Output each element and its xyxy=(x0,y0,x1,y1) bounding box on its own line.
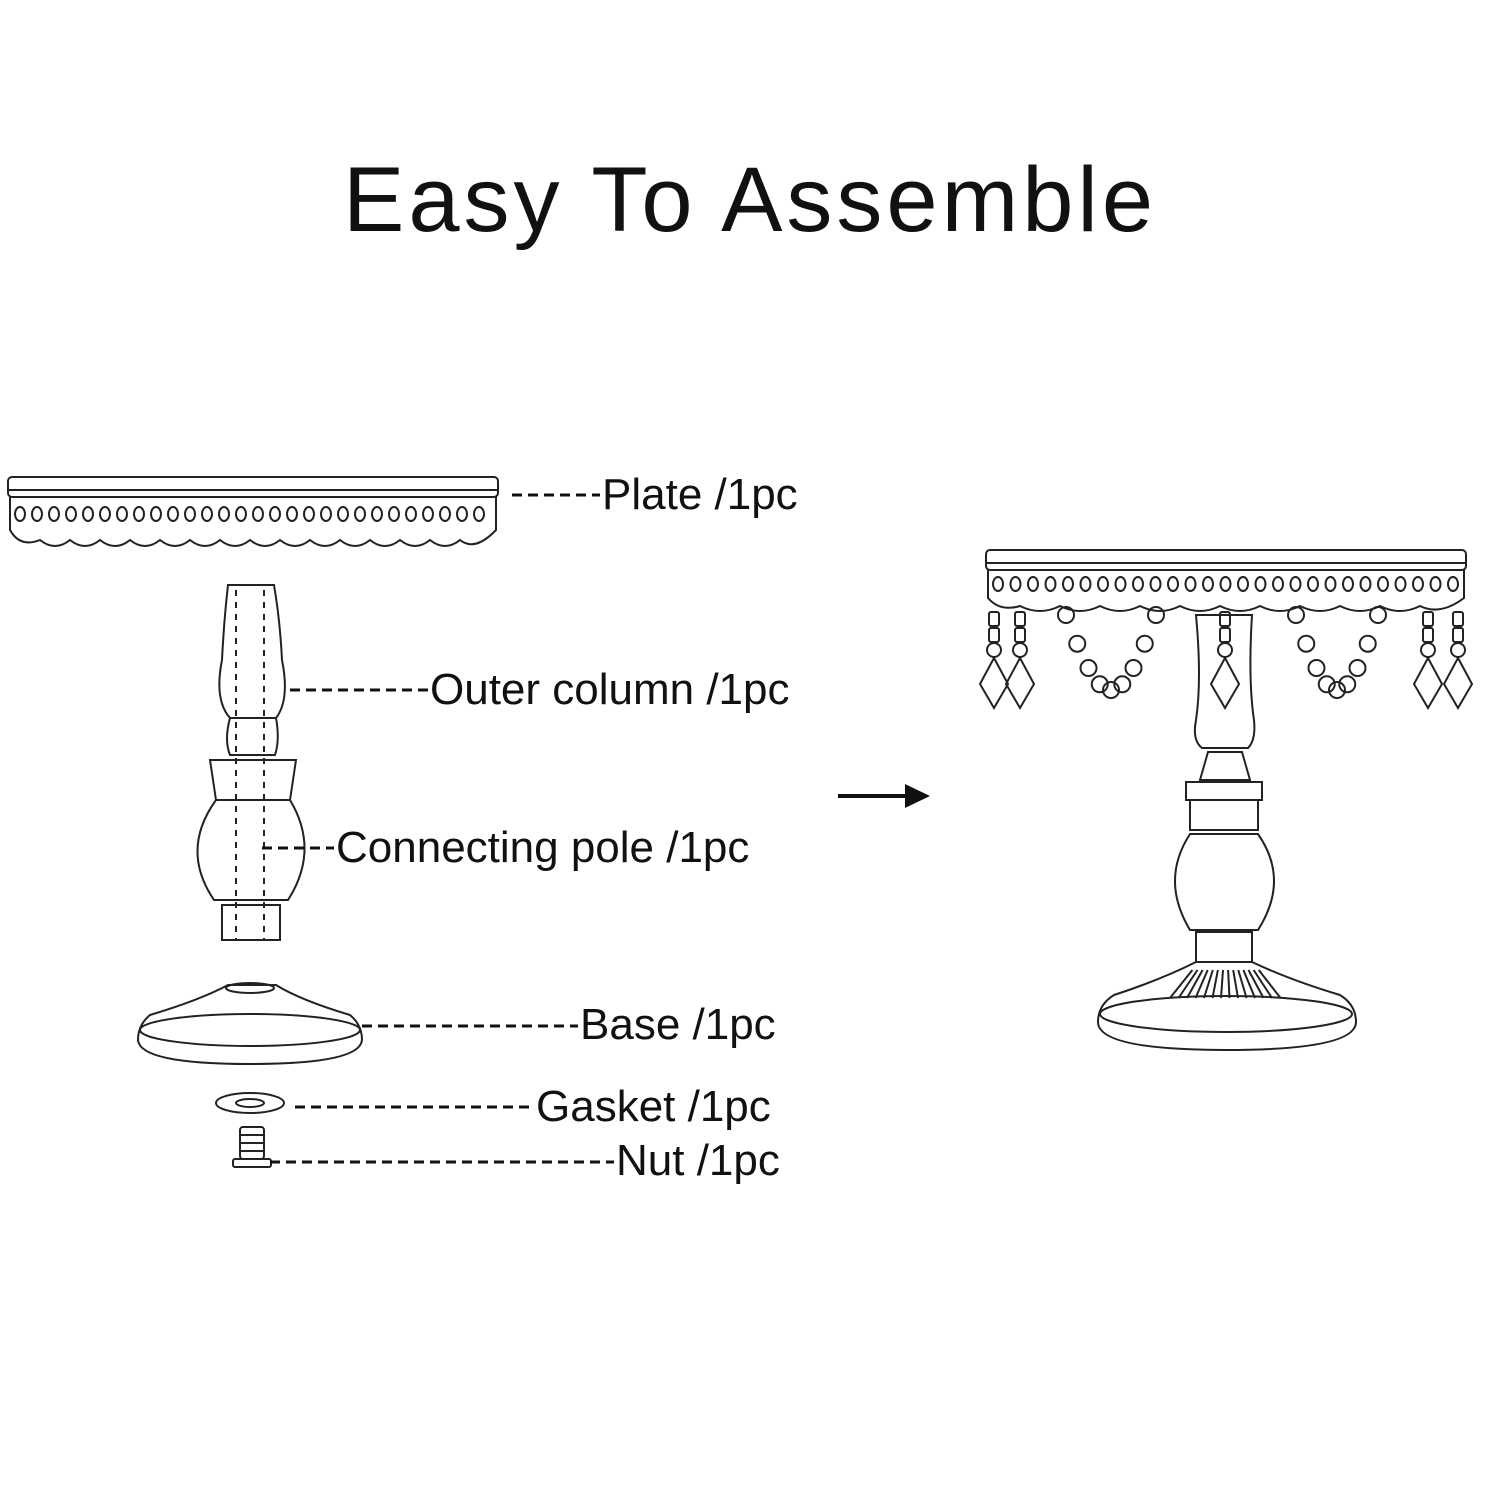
base-rib xyxy=(1257,969,1282,999)
plate-hole xyxy=(82,506,94,522)
connecting-pole-label: Connecting pole /1pc xyxy=(336,823,750,872)
base-rib xyxy=(1242,969,1256,999)
plate-hole xyxy=(31,506,43,522)
plate-hole xyxy=(116,506,128,522)
plate-hole xyxy=(99,506,111,522)
plate-hole xyxy=(405,506,417,522)
plate-hole xyxy=(992,576,1004,592)
base-part xyxy=(136,982,364,1066)
plate-hole xyxy=(252,506,264,522)
plate-hole xyxy=(422,506,434,522)
plate-hole xyxy=(218,506,230,522)
base-rib xyxy=(1177,969,1199,999)
base-rib xyxy=(1186,969,1204,999)
plate-hole xyxy=(269,506,281,522)
plate-hole xyxy=(201,506,213,522)
plate-hole xyxy=(1044,576,1057,592)
plate-hole xyxy=(1394,576,1407,592)
plate-hole xyxy=(1289,576,1302,592)
base-rib xyxy=(1169,969,1194,999)
crystal-drop xyxy=(1004,611,1036,710)
plate-hole xyxy=(439,506,451,522)
base-rib xyxy=(1227,969,1231,999)
plate-label: Plate /1pc xyxy=(602,470,798,519)
plate-hole xyxy=(1009,576,1022,592)
plate-hole xyxy=(456,506,468,522)
plate-hole xyxy=(1062,576,1074,592)
crystal-drop xyxy=(1412,611,1444,710)
plate-hole xyxy=(167,506,179,522)
plate-hole xyxy=(1307,576,1319,592)
plate-hole xyxy=(320,506,332,522)
plate-hole xyxy=(133,506,145,522)
plate-hole xyxy=(1429,576,1442,592)
plate-hole xyxy=(354,506,366,522)
crystal-drop xyxy=(978,611,1010,710)
arrow-icon xyxy=(838,784,930,808)
crystal-swag xyxy=(1287,606,1387,699)
plate-hole xyxy=(388,506,400,522)
plate-hole xyxy=(48,506,60,522)
plate-hole xyxy=(1412,576,1424,592)
plate-hole xyxy=(1254,576,1267,592)
plate-hole xyxy=(1377,576,1389,592)
crystal-swag xyxy=(1057,606,1165,699)
plate-hole xyxy=(1027,576,1039,592)
outer-column-part xyxy=(196,584,306,941)
plate-hole xyxy=(1359,576,1372,592)
base-rib xyxy=(1194,969,1209,999)
plate-hole xyxy=(1272,576,1284,592)
base-label: Base /1pc xyxy=(580,1000,776,1049)
outer-column-label: Outer column /1pc xyxy=(430,665,790,714)
plate-hole xyxy=(1132,576,1144,592)
plate-hole xyxy=(235,506,247,522)
plate-hole xyxy=(1237,576,1249,592)
plate-hole xyxy=(371,506,383,522)
base-rib xyxy=(1252,969,1273,999)
plate-hole xyxy=(473,506,485,522)
base-rib xyxy=(1232,969,1239,999)
plate-hole xyxy=(1202,576,1214,592)
nut-label: Nut /1pc xyxy=(616,1136,780,1185)
plate-hole xyxy=(150,506,162,522)
plate-hole xyxy=(1097,576,1109,592)
plate-hole xyxy=(337,506,349,522)
plate-hole xyxy=(1149,576,1162,592)
plate-hole xyxy=(1079,576,1092,592)
base-rib xyxy=(1237,969,1248,999)
nut-part xyxy=(232,1126,272,1168)
plate-hole xyxy=(1219,576,1232,592)
base-rib xyxy=(1203,969,1214,999)
crystal-drop xyxy=(1442,611,1474,710)
base-rib xyxy=(1211,969,1219,999)
plate-part xyxy=(7,476,499,547)
base-rib xyxy=(1247,969,1265,999)
plate-hole xyxy=(184,506,196,522)
gasket-part xyxy=(215,1092,285,1114)
plate-hole xyxy=(1167,576,1179,592)
assembled-stand xyxy=(978,549,1474,1052)
plate-hole xyxy=(14,506,26,522)
diagram-title: Easy To Assemble xyxy=(342,149,1157,251)
plate-hole xyxy=(303,506,315,522)
base-rib xyxy=(1220,969,1224,999)
gasket-label: Gasket /1pc xyxy=(536,1082,771,1131)
plate-hole xyxy=(65,506,77,522)
plate-hole xyxy=(1342,576,1354,592)
plate-hole xyxy=(1114,576,1127,592)
plate-hole xyxy=(1324,576,1337,592)
plate-hole xyxy=(1184,576,1197,592)
crystal-drop xyxy=(1209,611,1241,710)
plate-hole xyxy=(286,506,298,522)
plate-hole xyxy=(1447,576,1459,592)
